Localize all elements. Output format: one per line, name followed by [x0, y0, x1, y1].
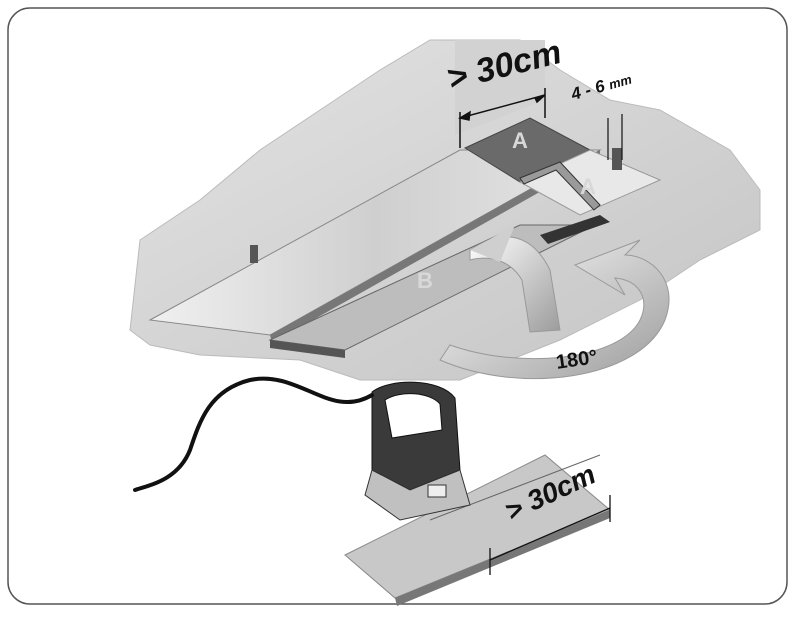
cut-line	[429, 454, 601, 521]
power-cable	[133, 376, 374, 492]
dimension-line-bottom	[489, 495, 611, 575]
measuring-square	[519, 161, 601, 211]
plank-label-a-second: A	[580, 174, 596, 199]
tapping-block	[540, 215, 610, 244]
rotation-arrow-icon	[439, 225, 670, 380]
dimension-line-gap	[607, 114, 623, 160]
rotation-label: 180°	[554, 346, 599, 374]
spacer-wedge-icon	[250, 148, 622, 263]
jigsaw-icon	[364, 381, 471, 521]
cut-plank-edge	[395, 510, 610, 606]
wall	[455, 40, 545, 135]
plank-label-b: B	[417, 268, 433, 293]
plank-b-edge	[270, 340, 345, 358]
plank-label-a: A	[512, 128, 528, 153]
plank-row-edge	[270, 150, 600, 343]
dimension-line-top	[458, 88, 546, 148]
